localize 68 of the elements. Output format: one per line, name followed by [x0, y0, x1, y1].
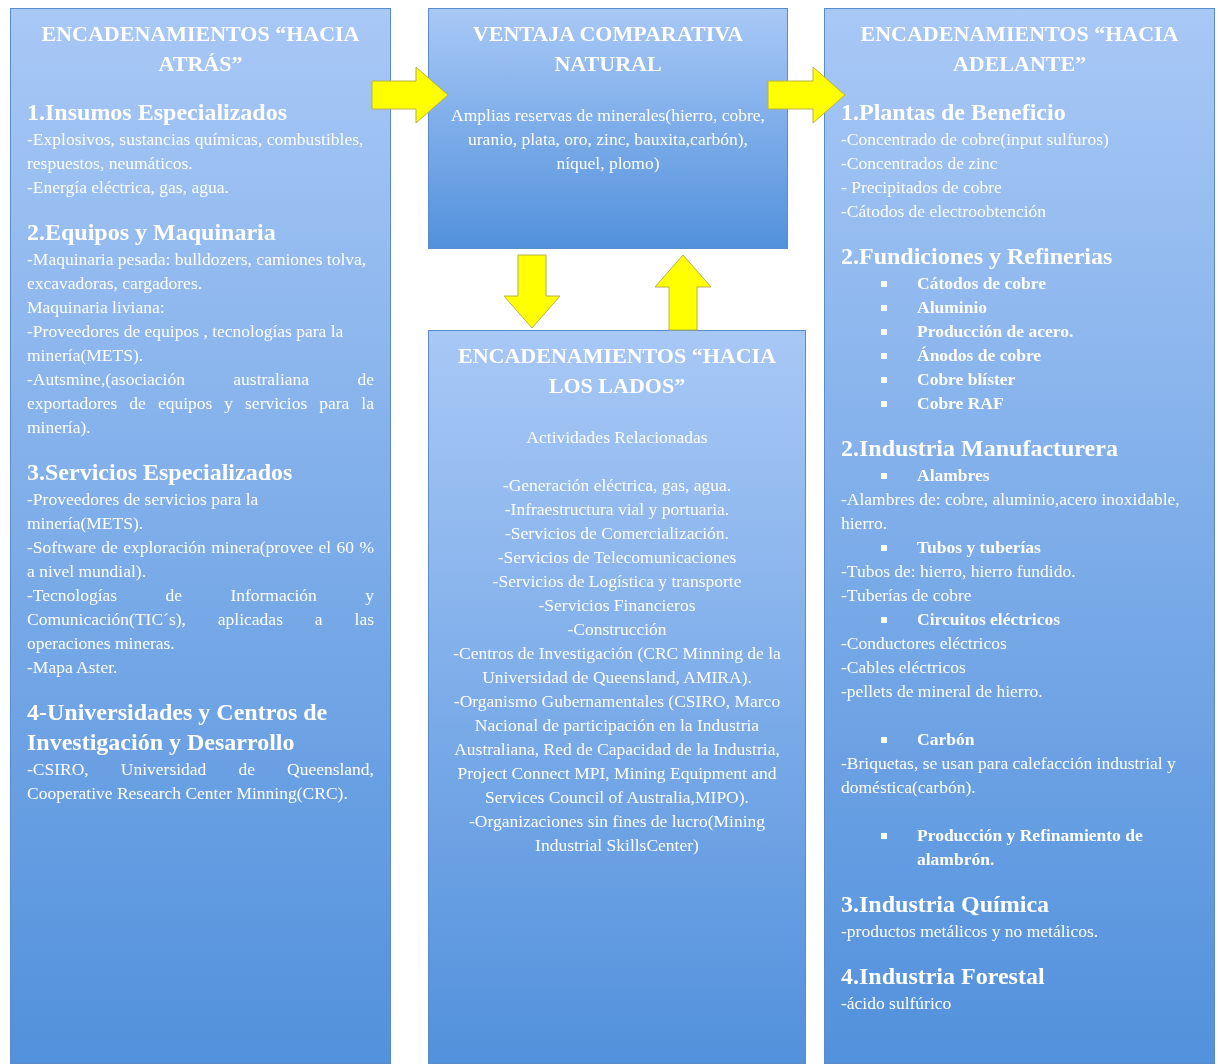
bullet-item: Alambres: [841, 463, 1198, 487]
section-heading: 2.Equipos y Maquinaria: [27, 218, 277, 247]
info-panel: [10, 8, 391, 1064]
body-text: -Tecnologías de Información y Comunicación(TIC´s), aplicadas a las operaciones mineras.: [27, 584, 374, 655]
bullet-item: Tubos y tuberías: [841, 535, 1198, 559]
body-text: -Servicios de Telecomunicaciones: [496, 546, 738, 569]
body-text: -Servicios Financieros: [537, 594, 697, 617]
body-text: -Software de exploración minera(provee el 60 % a nivel mundial).: [27, 536, 374, 583]
bullet-item: Cobre blíster: [841, 367, 1198, 391]
body-text: -ácido sulfúrico: [841, 992, 953, 1015]
panel-heading: ENCADENAMIENTOS “HACIA LOS LADOS”: [457, 342, 777, 400]
bullet-item: Circuitos eléctricos: [841, 607, 1198, 631]
panel-heading: ENCADENAMIENTOS “HACIA ADELANTE”: [859, 20, 1180, 78]
panel-heading: ENCADENAMIENTOS “HACIA ATRÁS”: [40, 20, 361, 78]
section-heading: 4-Universidades y Centros de Investigación y Desarrollo: [27, 698, 329, 757]
body-text: -Construcción: [566, 618, 668, 641]
block-arrow: [654, 254, 712, 331]
body-text: -Autsmine,(asociación australiana de exportadores de equipos y servicios para la minería).: [27, 368, 374, 439]
body-text: -productos metálicos y no metálicos.: [841, 920, 1100, 943]
body-text: -Conductores eléctricos: [841, 632, 1008, 655]
section-heading: 1.Insumos Especializados: [27, 98, 289, 127]
panel-heading: VENTAJA COMPARATIVA NATURAL: [471, 20, 745, 78]
body-text: -Explosivos, sustancias químicas, combustibles, respuestos, neumáticos.: [27, 128, 365, 175]
bullet-item: Aluminio: [841, 295, 1198, 319]
section-heading: 1.Plantas de Beneficio: [841, 98, 1067, 127]
body-text: -Proveedores de servicios para la minería(METS).: [27, 488, 260, 535]
section-heading: 2.Fundiciones y Refinerias: [841, 242, 1114, 271]
bullet-item: Producción y Refinamiento de alambrón.: [841, 823, 1198, 871]
section-heading: 3.Servicios Especializados: [27, 458, 294, 487]
body-text: -Concentrados de zinc: [841, 152, 999, 175]
body-text: -Organizaciones sin fines de lucro(Mining Industrial SkillsCenter): [467, 810, 767, 857]
body-text: Maquinaria liviana:: [27, 296, 166, 319]
body-text: -Servicios de Comercialización.: [504, 522, 730, 545]
body-text: -CSIRO, Universidad de Queensland, Cooperative Research Center Minning(CRC).: [27, 758, 374, 805]
body-text: -Cables eléctricos: [841, 656, 967, 679]
block-arrow: [767, 66, 846, 124]
body-text: -Briquetas, se usan para calefacción industrial y doméstica(carbón).: [841, 752, 1177, 799]
body-text: -Tuberías de cobre: [841, 584, 973, 607]
bullet-item: Ánodos de cobre: [841, 343, 1198, 367]
block-arrow: [371, 66, 449, 124]
section-heading: 2.Industria Manufacturera: [841, 434, 1119, 463]
body-text: -Alambres de: cobre, aluminio,acero inoxidable, hierro.: [841, 488, 1181, 535]
body-text: -Energía eléctrica, gas, agua.: [27, 176, 230, 199]
bullet-item: Cobre RAF: [841, 391, 1198, 415]
info-panel: [824, 8, 1215, 1064]
block-arrow: [503, 254, 561, 329]
body-text: -Mapa Aster.: [27, 656, 119, 679]
body-text: -Cátodos de electroobtención: [841, 200, 1048, 223]
body-text: Actividades Relacionadas: [525, 426, 709, 449]
body-text: -Servicios de Logística y transporte: [491, 570, 743, 593]
bullet-item: Carbón: [841, 727, 1198, 751]
body-text: - Precipitados de cobre: [841, 176, 1003, 199]
body-text: -Maquinaria pesada: bulldozers, camiones tolva, excavadoras, cargadores.: [27, 248, 368, 295]
body-text: -Organismo Gubernamentales (CSIRO, Marco Nacional de participación en la Industria Australiana, Red de Capacidad de la Industria, Project Connect MPI, Mining Equipment and Services Council of Australia,MIPO).: [452, 690, 782, 809]
info-panel: [428, 330, 806, 1064]
body-text: -Concentrado de cobre(input sulfuros): [841, 128, 1110, 151]
body-text: -Generación eléctrica, gas, agua.: [501, 474, 733, 497]
bullet-item: Cátodos de cobre: [841, 271, 1198, 295]
body-text: -Tubos de: hierro, hierro fundido.: [841, 560, 1077, 583]
body-text: -Proveedores de equipos , tecnologías para la minería(METS).: [27, 320, 345, 367]
info-panel: [428, 8, 788, 249]
section-heading: 4.Industria Forestal: [841, 962, 1046, 991]
section-heading: 3.Industria Química: [841, 890, 1051, 919]
body-text: Amplias reservas de minerales(hierro, cobre, uranio, plata, oro, zinc, bauxita,carbón), níquel, plomo): [450, 104, 766, 175]
body-text: -pellets de mineral de hierro.: [841, 680, 1044, 703]
body-text: -Infraestructura vial y portuaria.: [503, 498, 731, 521]
body-text: -Centros de Investigación (CRC Minning de la Universidad de Queensland, AMIRA).: [452, 642, 782, 689]
bullet-item: Producción de acero.: [841, 319, 1198, 343]
